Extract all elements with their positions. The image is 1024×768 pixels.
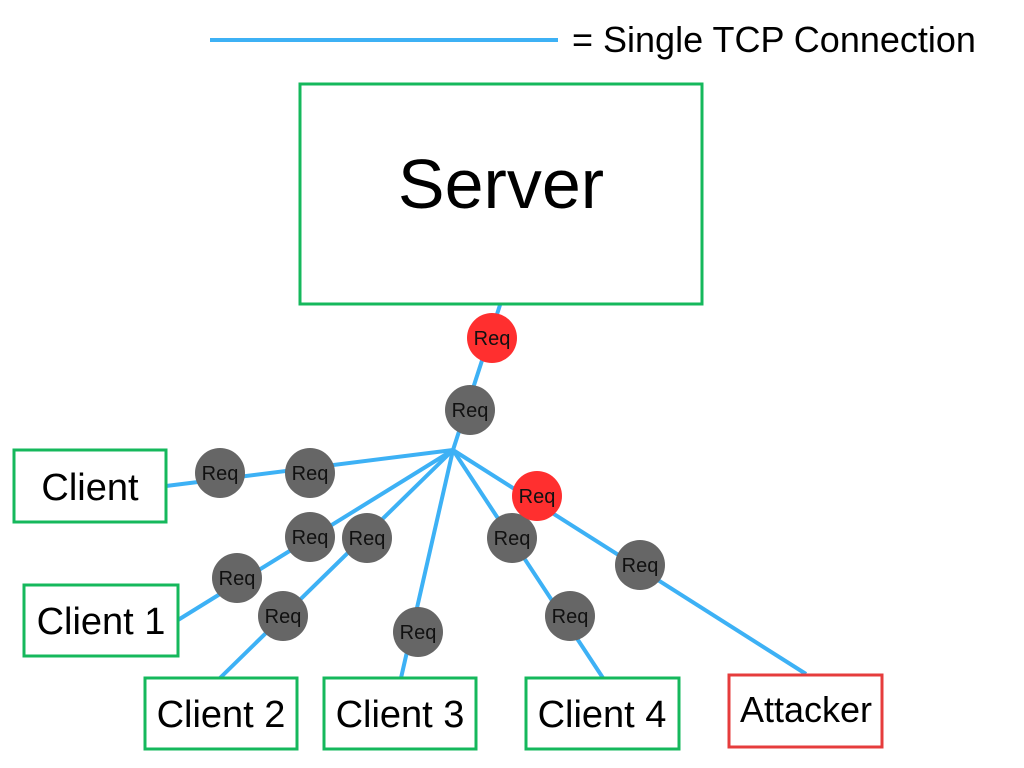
req-circle	[285, 512, 335, 562]
client-3-node: Client 3	[322, 676, 478, 751]
attacker-node: Attacker	[727, 673, 884, 749]
req-label: Req	[622, 555, 659, 577]
client-3-box	[322, 676, 478, 751]
client-4-label: Client 4	[538, 694, 667, 736]
client-2-node: Client 2	[143, 676, 299, 751]
req-label: Req	[552, 606, 589, 628]
client-1-label: Client 1	[37, 601, 166, 643]
requests: Req Req Req Req Req Req Req Req	[195, 313, 665, 657]
req-label: Req	[219, 568, 256, 590]
server-box	[298, 82, 704, 306]
attacker-box	[727, 673, 884, 749]
req-circle	[195, 448, 245, 498]
legend: = Single TCP Connection	[210, 19, 976, 60]
server-label: Server	[398, 145, 604, 223]
client-3-label: Client 3	[336, 694, 465, 736]
request-client-a: Req	[195, 448, 245, 498]
req-circle	[258, 591, 308, 641]
client-4-box	[524, 676, 681, 751]
request-client-2-a: Req	[342, 513, 392, 563]
request-attacker-branch: Req	[512, 471, 562, 521]
server-node: Server	[298, 82, 704, 306]
req-label: Req	[452, 400, 489, 422]
request-client-b: Req	[285, 448, 335, 498]
req-label: Req	[474, 328, 511, 350]
request-attacker-trunk: Req	[467, 313, 517, 363]
attacker-label: Attacker	[740, 689, 872, 730]
req-label: Req	[494, 528, 531, 550]
req-circle	[342, 513, 392, 563]
client-1-box	[22, 583, 180, 658]
client-node: Client	[12, 448, 168, 524]
line-client-2	[218, 448, 455, 680]
request-client-4-a: Req	[487, 513, 537, 563]
req-circle	[487, 513, 537, 563]
client-box	[12, 448, 168, 524]
client-1-node: Client 1	[22, 583, 180, 658]
request-client-3: Req	[393, 607, 443, 657]
req-label: Req	[202, 463, 239, 485]
req-label: Req	[265, 606, 302, 628]
req-label: Req	[519, 486, 556, 508]
request-client-4-b: Req	[545, 591, 595, 641]
client-label: Client	[41, 467, 139, 509]
request-trunk: Req	[445, 385, 495, 435]
req-circle	[393, 607, 443, 657]
legend-text: = Single TCP Connection	[572, 19, 976, 60]
client-2-label: Client 2	[157, 694, 286, 736]
request-client-1-b: Req	[212, 553, 262, 603]
req-circle	[615, 540, 665, 590]
client-2-box	[143, 676, 299, 751]
req-circle	[467, 313, 517, 363]
request-client-2-b: Req	[258, 591, 308, 641]
request-client-1-a: Req	[285, 512, 335, 562]
req-circle	[545, 591, 595, 641]
req-circle	[512, 471, 562, 521]
req-label: Req	[292, 463, 329, 485]
req-label: Req	[292, 527, 329, 549]
req-circle	[212, 553, 262, 603]
req-label: Req	[349, 528, 386, 550]
request-attacker-b: Req	[615, 540, 665, 590]
client-4-node: Client 4	[524, 676, 681, 751]
req-label: Req	[400, 622, 437, 644]
req-circle	[445, 385, 495, 435]
line-client-4	[451, 448, 605, 680]
req-circle	[285, 448, 335, 498]
